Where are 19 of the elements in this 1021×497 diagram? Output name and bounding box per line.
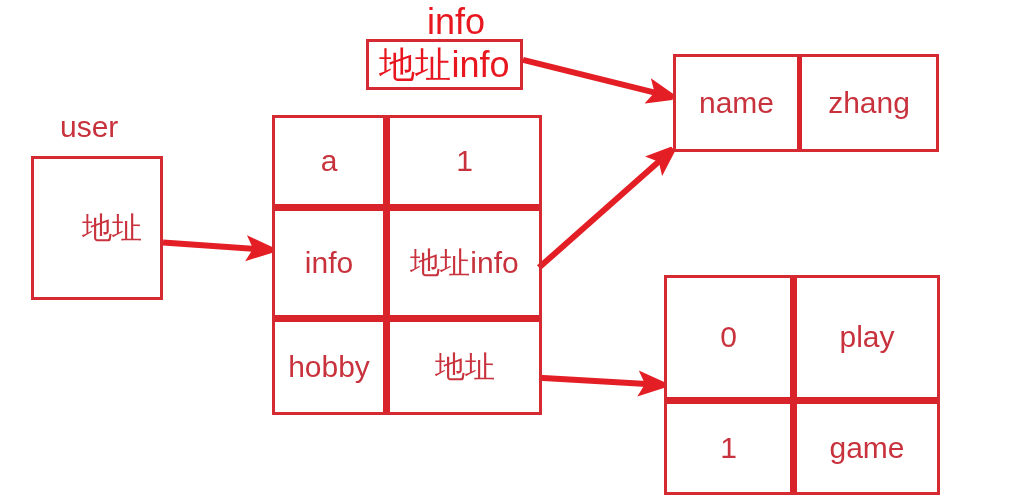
table-cell: name <box>676 57 802 149</box>
table-cell: 0 <box>667 278 797 404</box>
variable-box: 地址 <box>31 156 163 300</box>
table-cell: zhang <box>802 57 936 149</box>
table-cell: info <box>275 211 390 322</box>
table-cell: 地址info <box>390 211 539 322</box>
table-cell: 1 <box>390 118 539 211</box>
table-frame <box>664 275 940 495</box>
table-frame <box>272 115 542 415</box>
table-cell: 地址 <box>390 322 539 412</box>
table-cell: game <box>797 404 937 492</box>
label-box: 地址info <box>366 39 523 90</box>
heading-label: info <box>427 6 486 39</box>
table-cell: 1 <box>667 404 797 492</box>
heading-label: user <box>60 110 119 145</box>
table-cell: a <box>275 118 390 211</box>
table-cell: play <box>797 278 937 404</box>
table-frame <box>673 54 939 152</box>
table-cell: hobby <box>275 322 390 412</box>
